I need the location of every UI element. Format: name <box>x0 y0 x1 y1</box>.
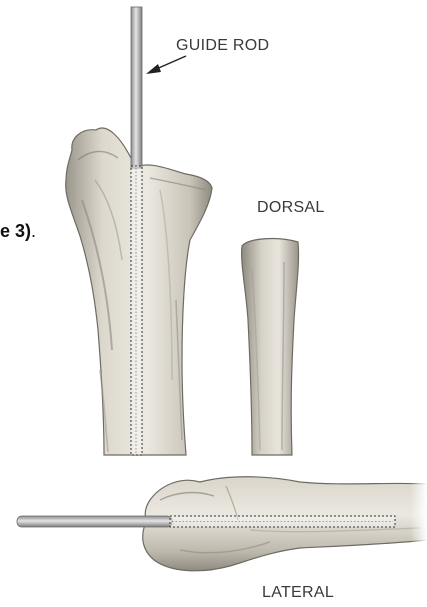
guide-rod-arrow <box>146 56 186 74</box>
dorsal-label: DORSAL <box>257 199 325 217</box>
guide-rod-horizontal <box>17 516 395 527</box>
guide-rod-shaft <box>131 7 142 168</box>
guide-rod-label: GUIDE ROD <box>176 37 269 55</box>
small-bone-shape <box>242 239 299 455</box>
guide-rod-vertical <box>131 7 142 455</box>
guide-rod-shaft-horizontal <box>17 516 172 527</box>
small-bone <box>242 239 299 455</box>
guide-rod-channel-vertical <box>131 166 142 455</box>
lateral-label: LATERAL <box>262 584 334 602</box>
